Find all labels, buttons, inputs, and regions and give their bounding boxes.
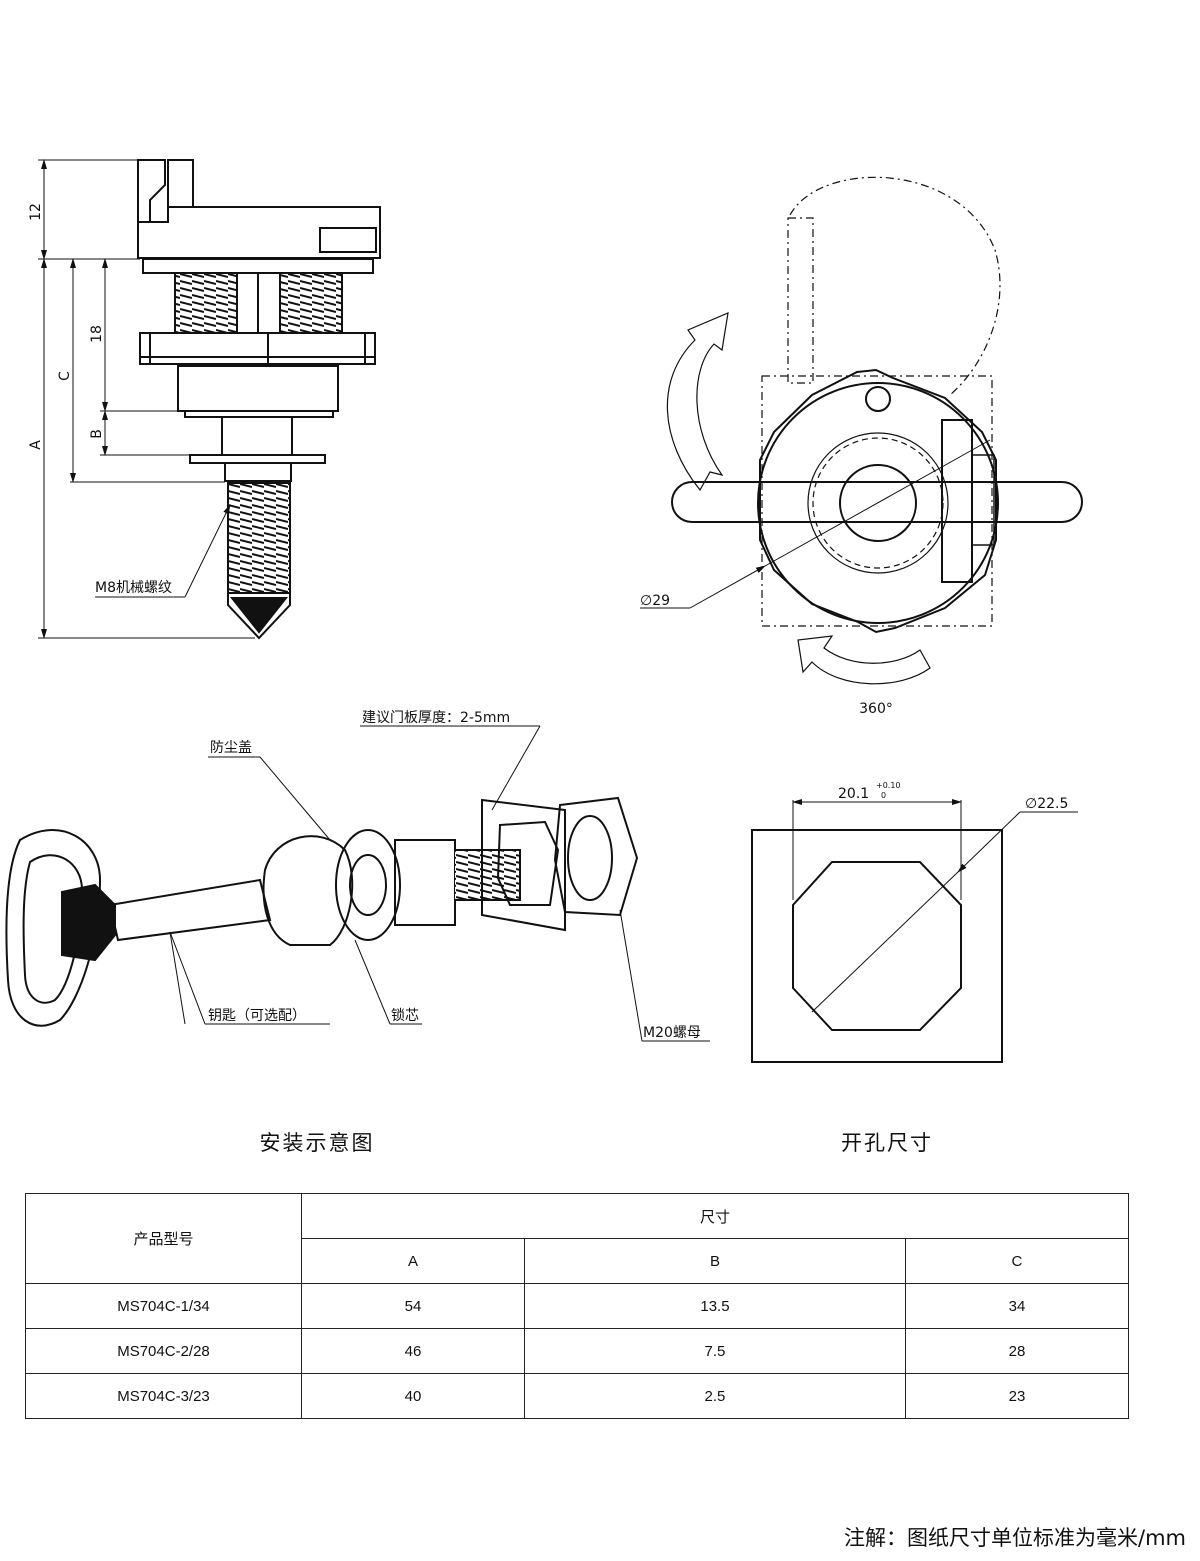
model-cell: MS704C-2/28 — [25, 1328, 302, 1374]
key-ring — [5, 829, 102, 1027]
handle-top-shape — [137, 159, 166, 223]
dust-cover-label: 防尘盖 — [210, 740, 252, 756]
c-cell: 23 — [904, 1373, 1130, 1419]
c-cell: 28 — [904, 1328, 1130, 1374]
lock-core-shape — [335, 829, 401, 941]
cutout-hole — [792, 861, 962, 1031]
nut-label: M20螺母 — [643, 1025, 701, 1041]
washer — [189, 454, 326, 464]
dim-18-label: 18 — [89, 325, 105, 343]
install-view — [5, 725, 710, 1042]
top-view — [640, 176, 1083, 685]
handle-bar — [671, 481, 1083, 523]
install-caption: 安装示意图 — [259, 1131, 375, 1155]
rotation-label: 360° — [859, 701, 893, 717]
lock-core-label: 锁芯 — [391, 1008, 419, 1024]
table-row: MS704C-3/23 40 2.5 23 — [25, 1373, 1130, 1419]
table-row: MS704C-1/34 54 13.5 34 — [25, 1283, 1130, 1329]
panel-thickness-label: 建议门板厚度：2-5mm — [362, 710, 510, 726]
springs-right — [279, 272, 343, 334]
size-header: 尺寸 — [301, 1193, 1129, 1239]
b-cell: 7.5 — [524, 1328, 906, 1374]
col-b-header: B — [524, 1238, 906, 1284]
a-cell: 40 — [300, 1373, 526, 1419]
c-cell: 34 — [904, 1283, 1130, 1329]
lock-body — [177, 365, 339, 412]
a-cell: 54 — [300, 1283, 526, 1329]
knob-outline — [759, 368, 997, 634]
rotate-arrow-up-icon — [666, 312, 729, 492]
dim-12-label: 12 — [28, 203, 44, 221]
b-cell: 2.5 — [524, 1373, 906, 1419]
m20-nut — [553, 796, 639, 917]
key-shaft — [108, 878, 272, 942]
m8-screw — [227, 482, 291, 594]
dim-c-label: C — [57, 371, 73, 381]
col-c-header: C — [904, 1238, 1130, 1284]
col-a-header: A — [300, 1238, 526, 1284]
door-panel — [481, 798, 566, 932]
b-cell: 13.5 — [524, 1283, 906, 1329]
a-cell: 46 — [300, 1328, 526, 1374]
top-diameter-label: ∅29 — [640, 593, 670, 609]
dim-a-label: A — [28, 440, 44, 450]
cutout-view — [751, 799, 1078, 1063]
cutout-tol-lower: 0 — [881, 791, 886, 800]
cutout-diameter-label: ∅22.5 — [1025, 796, 1068, 812]
spec-table: 产品型号 尺寸 A B C MS704C-1/34 54 13.5 34 MS7… — [25, 1193, 1130, 1419]
cutout-caption: 开孔尺寸 — [841, 1131, 933, 1155]
dust-cover-shape — [262, 835, 354, 946]
dim-b-label: B — [89, 429, 105, 439]
units-note: 注解：图纸尺寸单位标准为毫米/mm — [844, 1526, 1186, 1550]
model-header: 产品型号 — [25, 1193, 302, 1284]
table-row: MS704C-2/28 46 7.5 28 — [25, 1328, 1130, 1374]
model-cell: MS704C-3/23 — [25, 1373, 302, 1419]
springs-left — [174, 272, 238, 334]
key-label: 钥匙（可选配） — [208, 1008, 306, 1024]
cutout-width-label: 20.1 — [838, 786, 869, 802]
hex-nut — [139, 332, 376, 365]
thread-label: M8机械螺纹 — [95, 580, 172, 596]
model-cell: MS704C-1/34 — [25, 1283, 302, 1329]
side-view — [38, 159, 381, 640]
rotate-arrow-bottom-icon — [797, 635, 931, 685]
cutout-tol-upper: +0.10 — [876, 781, 901, 790]
keyhole — [865, 386, 891, 412]
flange — [142, 258, 374, 274]
cutout-plate — [751, 829, 1003, 1063]
